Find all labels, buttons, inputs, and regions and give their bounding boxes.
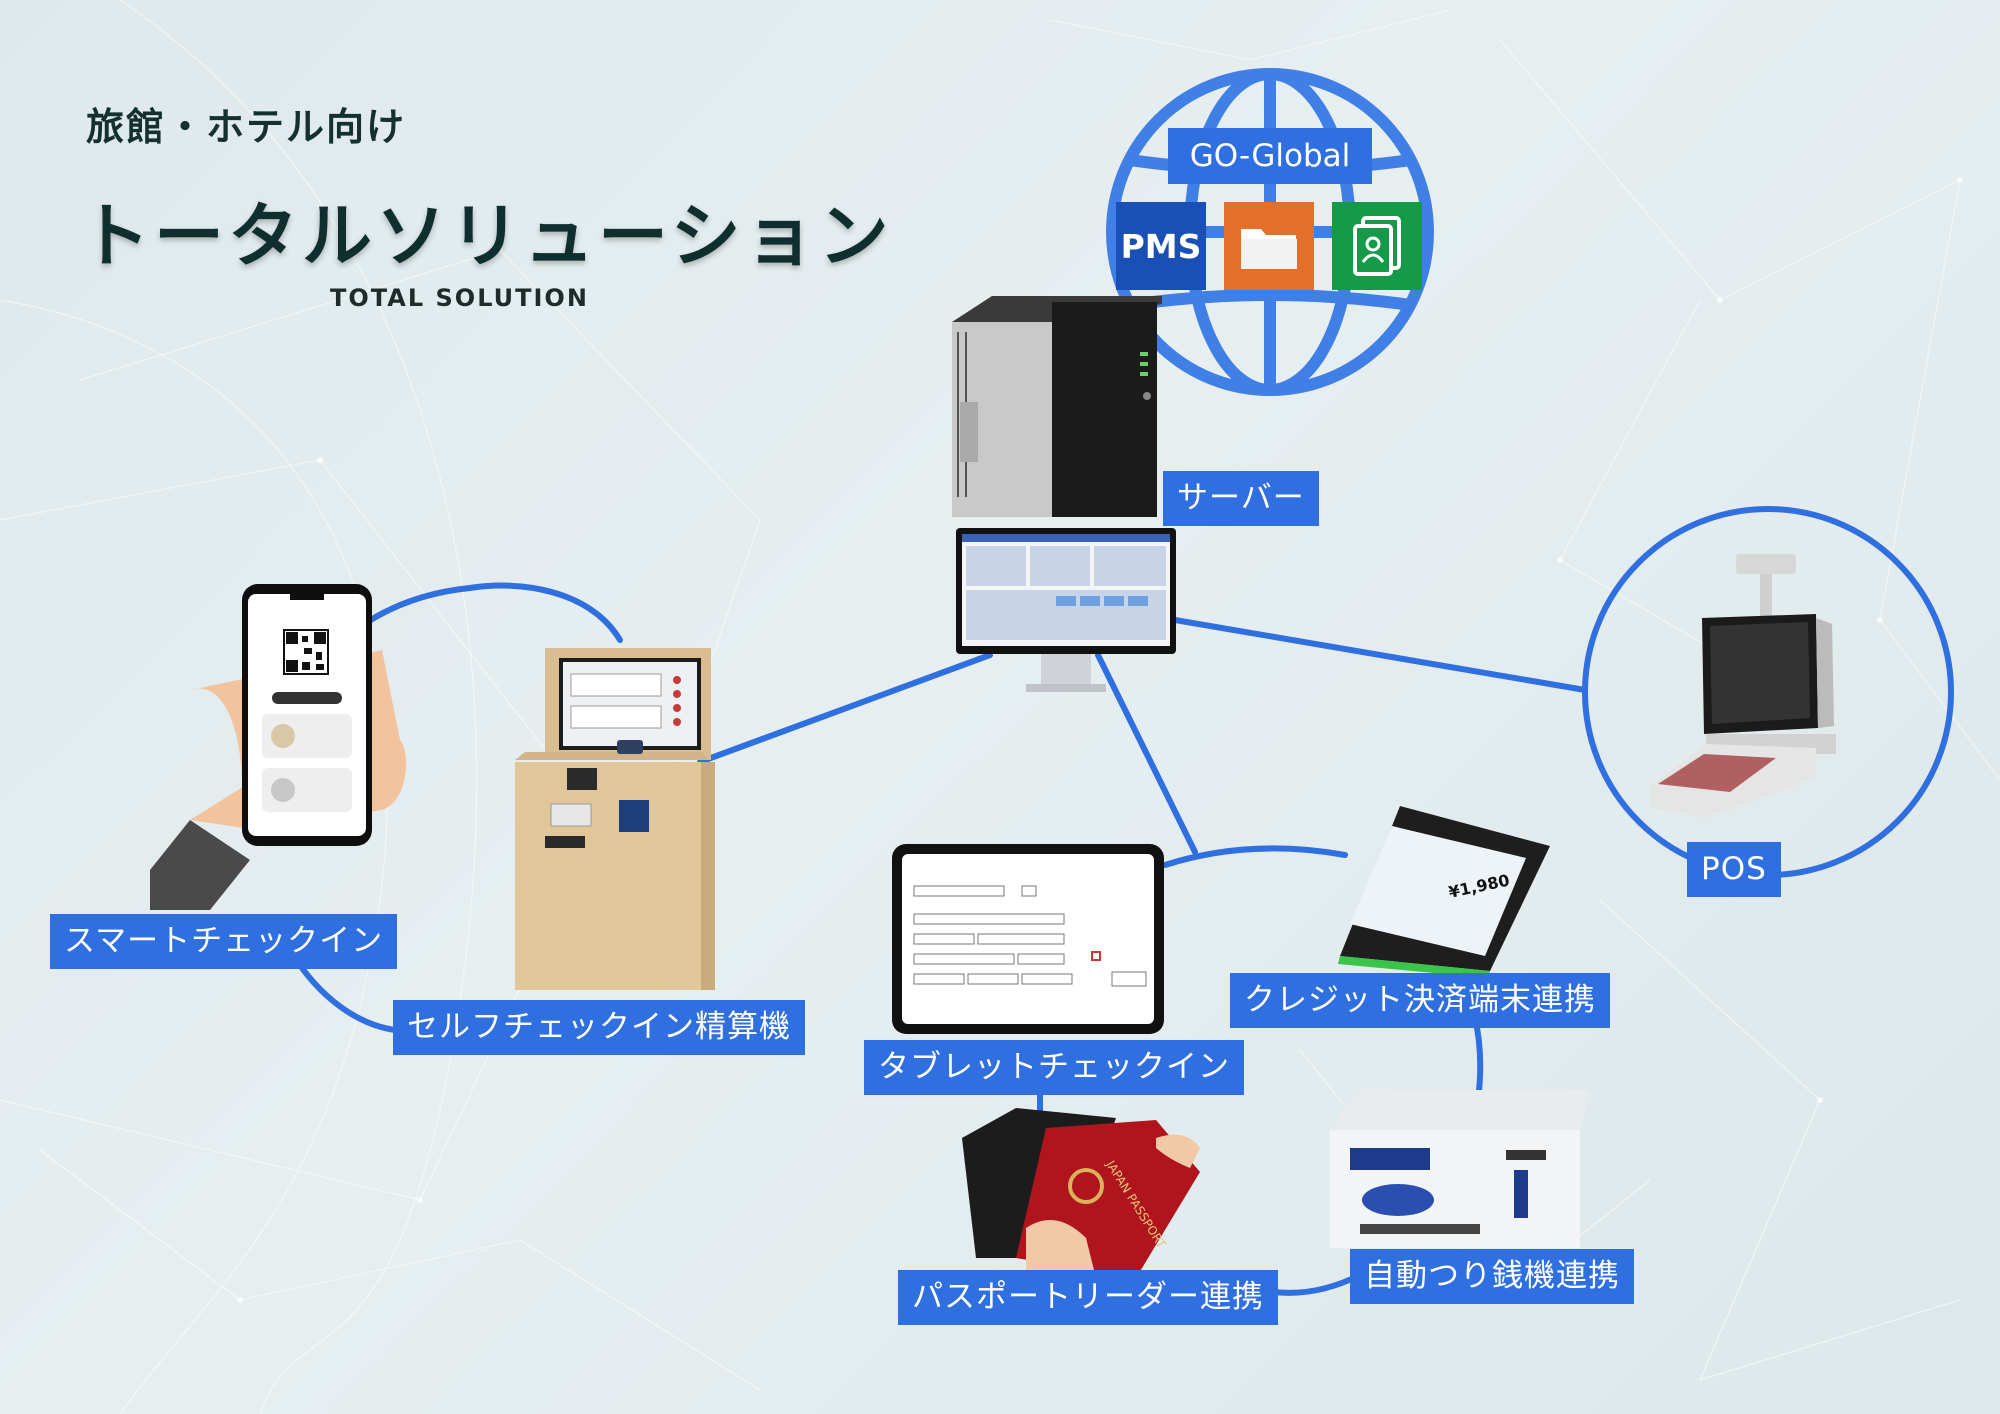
node-label-tablet-checkin: タブレットチェックイン [864,1040,1244,1095]
go-global-label: GO-Global [1168,128,1372,184]
node-label-smart-checkin: スマートチェックイン [50,914,398,969]
line-server-hub [1095,652,1198,855]
pms-tile: PMS [1116,202,1206,290]
smartphone-hand-image [150,584,407,910]
server-tower-image [952,296,1162,517]
page-title-english: TOTAL SOLUTION [330,284,589,312]
page-title: トータルソリューション [80,195,893,277]
qr-code-icon [283,629,329,675]
page-subtitle: 旅館・ホテル向け [86,105,407,149]
node-label-change-machine: 自動つり銭機連携 [1350,1249,1634,1304]
node-label-credit: クレジット決済端末連携 [1230,973,1610,1028]
document-user-icon [1332,202,1422,290]
node-label-server: サーバー [1163,471,1319,526]
passport-reader-image: JAPAN PASSPORT [962,1108,1200,1278]
line-server-pos [1172,617,1588,693]
self-checkin-kiosk-image [515,648,715,990]
folder-icon [1224,202,1314,290]
credit-terminal-image: ¥1,980 [1338,806,1550,976]
change-machine-image [1330,1090,1590,1248]
line-hub-credit [1162,845,1348,868]
node-label-passport: パスポートリーダー連携 [898,1270,1278,1325]
tablet-checkin-image [892,844,1164,1034]
pos-terminal-image [1650,554,1836,818]
line-kiosk-server [697,652,993,765]
pms-monitor-image [956,528,1176,692]
node-label-self-checkin: セルフチェックイン精算機 [393,1000,805,1055]
node-label-pos: POS [1687,842,1781,897]
